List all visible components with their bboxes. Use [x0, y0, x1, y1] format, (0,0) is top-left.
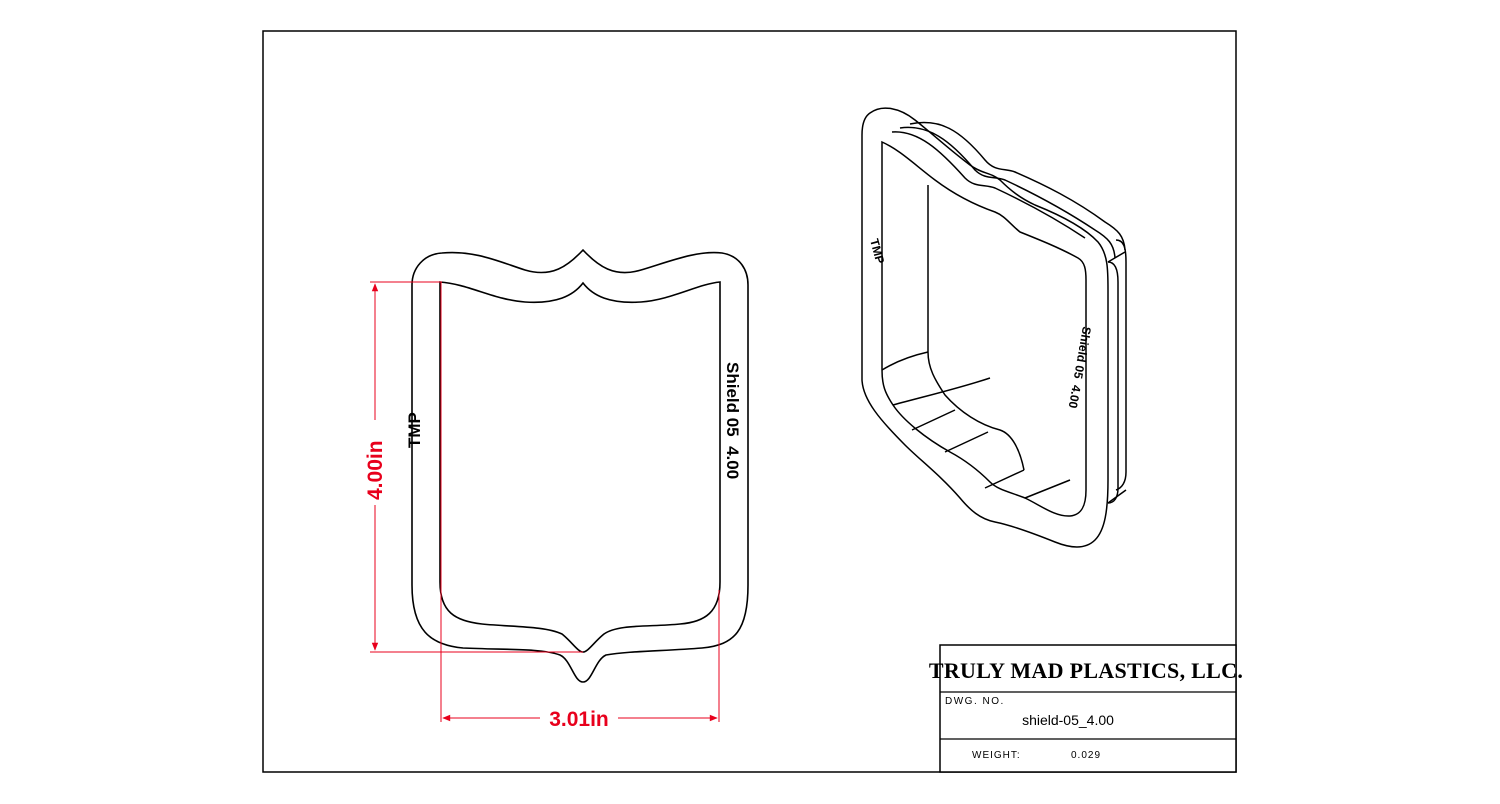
iso-back-rim-3: [891, 131, 1086, 239]
front-view: [411, 248, 749, 683]
iso-side-layer-2: [1115, 239, 1127, 491]
dwg-no-value: shield-05_4.00: [1022, 712, 1114, 728]
front-inner-outline: [439, 281, 721, 653]
width-dimension: 3.01in: [440, 282, 720, 731]
iso-engraving-shield: Shield 05 4.00: [1066, 325, 1094, 409]
isometric-view: [861, 107, 1127, 548]
dwg-no-label: DWG. NO.: [945, 696, 1005, 707]
iso-back-rim-1: [909, 121, 1126, 251]
iso-outer-outline: [861, 107, 1109, 548]
height-dimension: 4.00in: [364, 281, 583, 653]
weight-value: 0.029: [1071, 750, 1101, 761]
company-name: TRULY MAD PLASTICS, LLC.: [929, 658, 1243, 683]
front-engraving-shield: Shield 05 4.00: [723, 362, 742, 479]
title-block-frame: [939, 644, 1237, 773]
iso-floor-edge-1: [881, 351, 929, 371]
iso-floor-seg-1: [911, 409, 956, 431]
iso-floor-seg-3: [984, 469, 1025, 489]
width-dim-text: 3.01in: [549, 708, 609, 731]
title-block: TRULY MAD PLASTICS, LLC. DWG. NO. shield…: [929, 644, 1243, 773]
front-engraving-tmp: TMP: [405, 412, 424, 448]
iso-floor-seg-4: [1024, 479, 1071, 499]
iso-floor-edge-2: [892, 377, 991, 406]
drawing-border: [262, 30, 1237, 773]
weight-label: WEIGHT:: [972, 750, 1021, 761]
iso-side-layer-1: [1107, 261, 1119, 504]
front-outer-outline: [411, 248, 749, 683]
iso-side-cap-2: [1107, 489, 1127, 504]
iso-floor-seg-2: [944, 431, 989, 453]
height-dim-text: 4.00in: [364, 440, 387, 500]
iso-side-cap-1: [1107, 251, 1126, 263]
iso-engraving-tmp: TMP: [867, 237, 887, 265]
iso-inner-wall: [927, 185, 1025, 471]
iso-back-rim-2: [899, 126, 1116, 259]
iso-inner-outline: [881, 140, 1087, 517]
